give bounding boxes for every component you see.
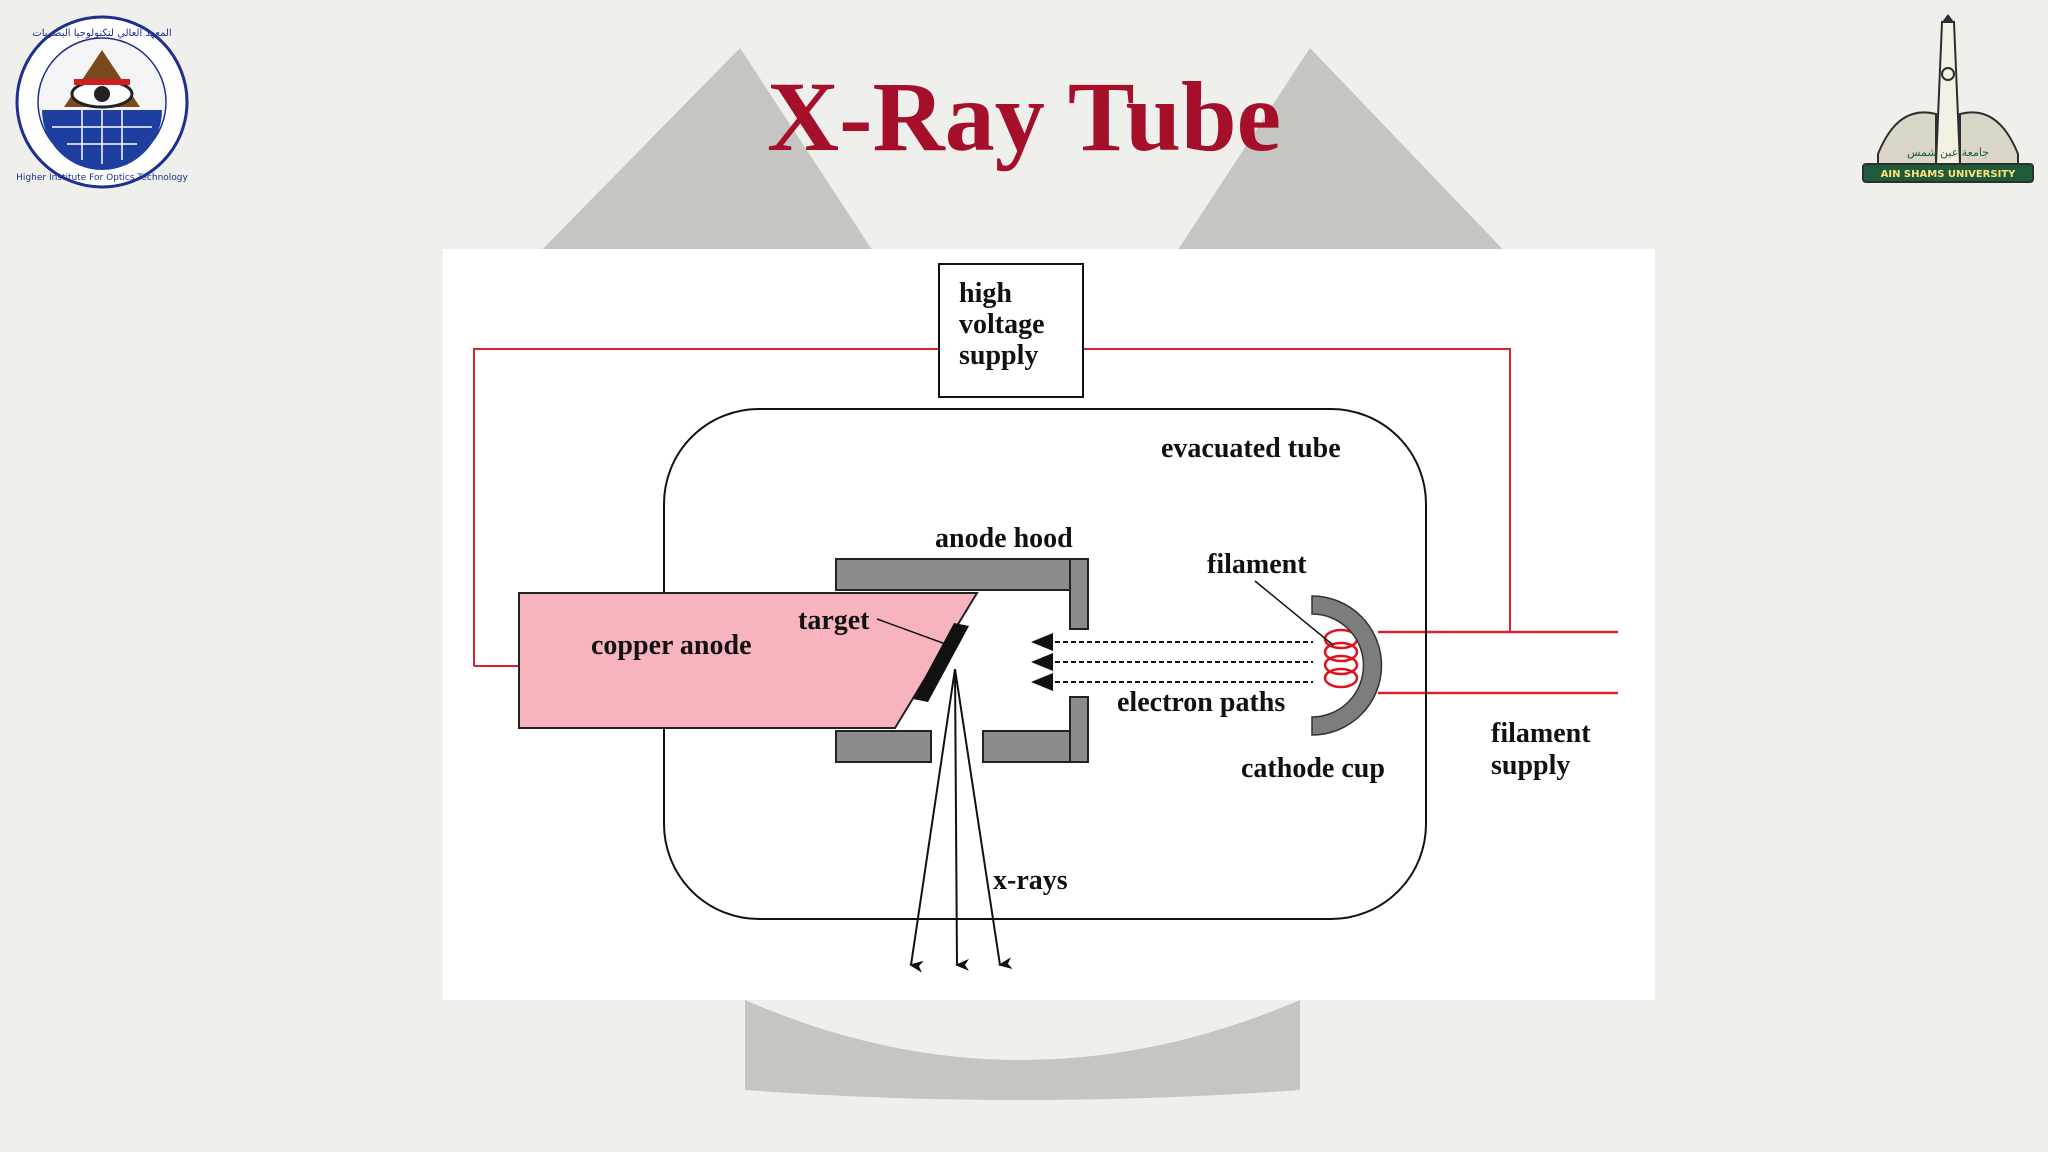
electron-arrowheads [1031,633,1053,691]
university-logo: AIN SHAMS UNIVERSITY جامعة عين شمس [1858,14,2038,199]
university-logo-english: AIN SHAMS UNIVERSITY [1881,169,2016,180]
electron-paths-label: electron paths [1117,687,1285,718]
xray-tube-diagram: high voltage supply evacuated tube anode… [443,249,1655,1000]
filament-supply-label-line2: supply [1491,750,1570,781]
x-ray-beams [909,668,1013,973]
institute-logo-arabic: المعهد العالي لتكنولوجيا البصريات [32,28,171,39]
slide-title: X-Ray Tube [766,61,1282,172]
anode-hood [835,558,1089,763]
hv-label-line3: supply [959,340,1038,371]
filament-supply-label-line1: filament [1491,718,1591,749]
watermark-blade-bottom [745,1000,1300,1100]
institute-logo-english: Higher Institute For Optics Technology [16,173,188,183]
hv-label-line2: voltage [959,309,1045,340]
target [913,623,969,702]
target-label: target [798,605,870,636]
watermark-blade-left [530,48,880,262]
hv-circuit-wire [473,348,1511,667]
copper-anode-label: copper anode [591,630,752,661]
cathode-cup-label: cathode cup [1241,753,1385,784]
filament-supply-wire [1378,630,1618,695]
filament-label: filament [1207,549,1307,580]
watermark-blade-right [1170,48,1515,262]
evacuated-tube-label: evacuated tube [1161,433,1341,464]
cathode-cup [1311,595,1383,736]
institute-logo: المعهد العالي لتكنولوجيا البصريات Higher… [12,12,192,197]
copper-anode [518,592,979,729]
hv-label-line1: high [959,278,1012,309]
high-voltage-supply-box: high voltage supply [938,263,1084,398]
university-logo-arabic: جامعة عين شمس [1907,146,1989,159]
x-rays-label: x-rays [993,865,1068,896]
anode-hood-label: anode hood [935,523,1073,554]
electron-paths [1055,641,1313,683]
filament-coil [1323,628,1359,689]
